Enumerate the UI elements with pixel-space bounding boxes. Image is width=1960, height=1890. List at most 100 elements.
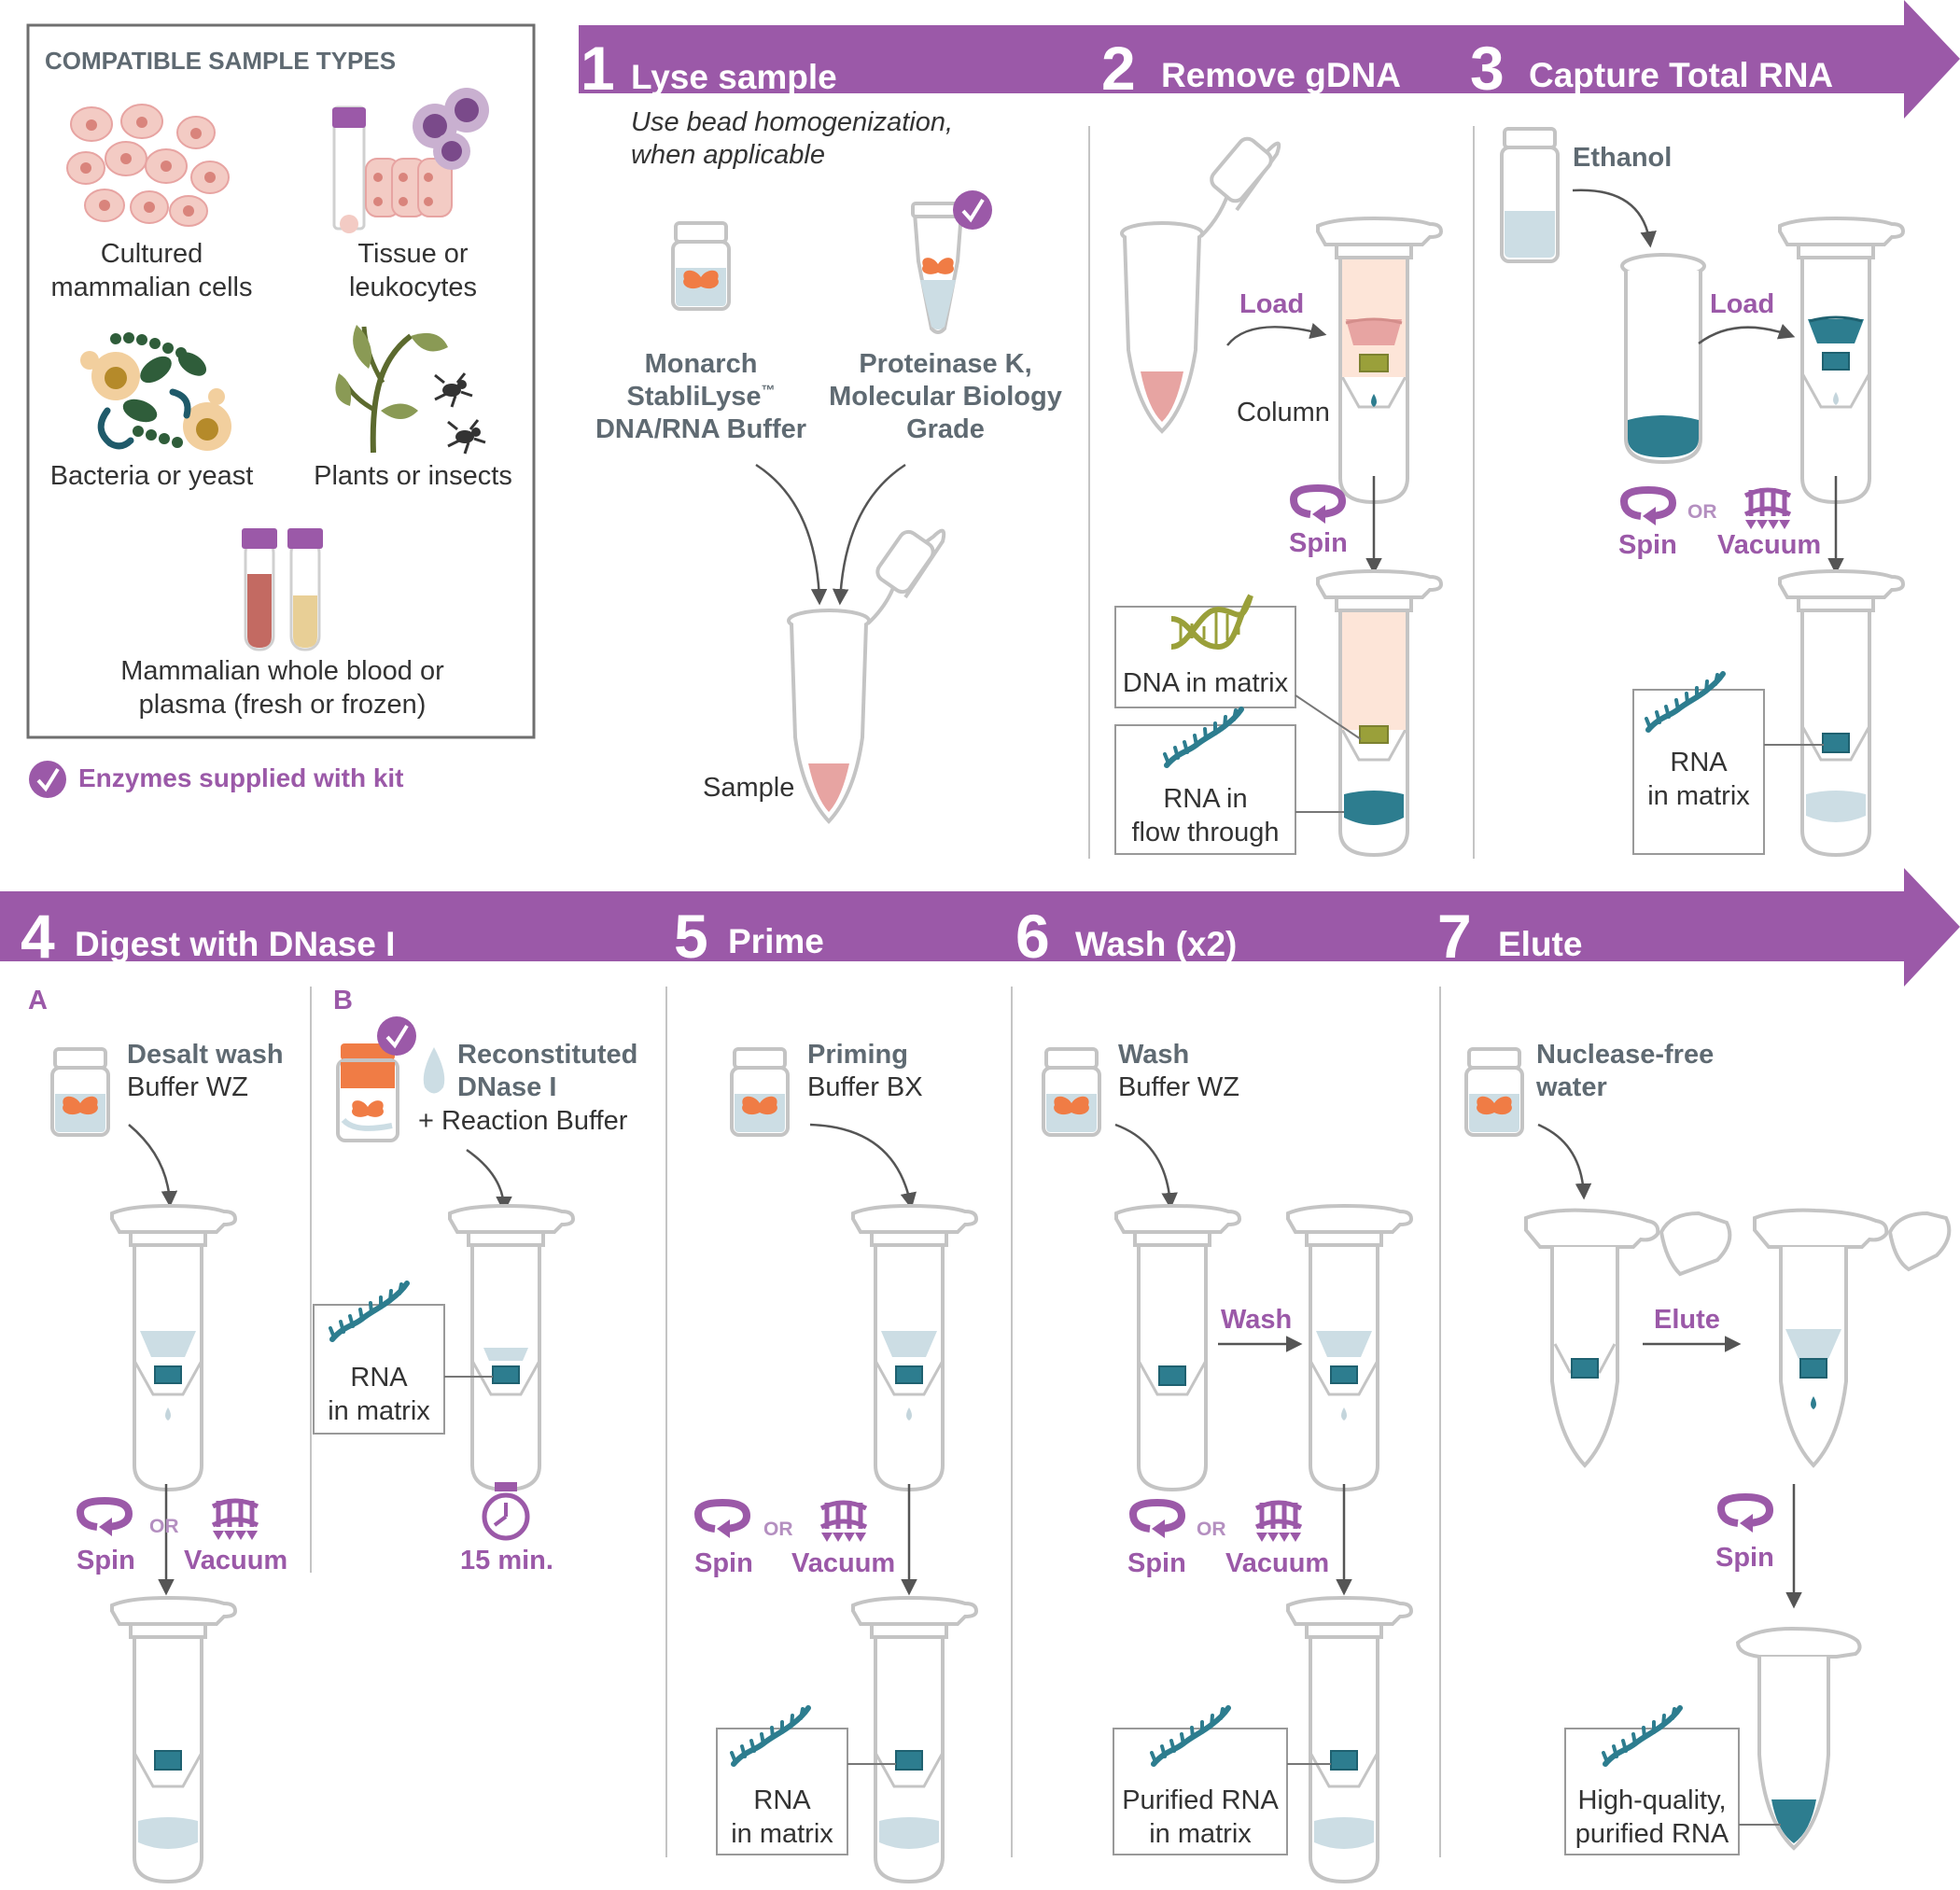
wash-vacuum-icon [1256, 1501, 1301, 1542]
desalt-buffer-bottle [50, 1047, 110, 1137]
rna-flow-label-2: flow through [1131, 818, 1280, 847]
final-rna-label-2: purified RNA [1575, 1819, 1729, 1849]
desalt-column [110, 1204, 237, 1491]
gdna-column-after [1316, 569, 1443, 857]
gdna-column-load [1316, 217, 1443, 504]
bacteria-yeast-icon [80, 332, 231, 451]
priming-label-2: Buffer BX [807, 1072, 923, 1102]
water-bottle [1464, 1047, 1524, 1137]
wash-buffer-label-2: Buffer WZ [1118, 1072, 1239, 1102]
step-3-or: OR [1687, 501, 1717, 523]
step-5-or: OR [763, 1519, 793, 1540]
step-3-number: 3 [1470, 34, 1505, 103]
priming-label-1: Priming [807, 1040, 908, 1070]
step-3-spin: Spin [1618, 530, 1677, 560]
step-1-note-2: when applicable [631, 140, 825, 170]
dnase-label-2: DNase I [457, 1072, 557, 1102]
ethanol-bottle [1500, 127, 1560, 263]
rna-flow-label-1: RNA in [1163, 784, 1248, 814]
desalt-column-after [110, 1596, 237, 1883]
wash-rna-label-2: in matrix [1149, 1819, 1252, 1849]
step-3-title: Capture Total RNA [1529, 56, 1834, 94]
capture-spin-icon [1624, 490, 1673, 525]
cultured-label-1: Cultured [100, 239, 203, 269]
step-1-note-1: Use bead homogenization, [631, 107, 954, 137]
sample-tube [787, 528, 946, 824]
pk-label-1: Proteinase K, [859, 349, 1032, 379]
blood-label-2: plasma (fresh or frozen) [138, 690, 427, 720]
step-4-spin: Spin [77, 1546, 135, 1575]
dna-in-matrix-box [1114, 606, 1296, 708]
step-7-title: Elute [1498, 925, 1583, 963]
step-4-or: OR [149, 1516, 179, 1537]
wash-column-1 [1114, 1204, 1241, 1491]
ethanol-tube [1620, 253, 1706, 465]
step-2-number: 2 [1101, 34, 1136, 103]
cultured-cells-icon [66, 104, 230, 227]
check-circle-icon [29, 761, 66, 798]
buffer-label-2: StabliLyse™ [626, 382, 776, 412]
step-6-vacuum: Vacuum [1225, 1548, 1330, 1578]
step-2-load: Load [1239, 289, 1305, 319]
ethanol-label: Ethanol [1573, 143, 1673, 173]
prime-vacuum-icon [821, 1501, 866, 1542]
dna-matrix-label: DNA in matrix [1122, 668, 1289, 698]
stablilyse-buffer-bottle [671, 221, 731, 311]
step-4-vacuum: Vacuum [184, 1546, 288, 1575]
tissue-leukocytes-icon [332, 88, 489, 233]
cultured-label-2: mammalian cells [50, 273, 253, 302]
bacteria-label: Bacteria or yeast [49, 461, 254, 491]
dnase-column [448, 1204, 575, 1491]
step-3-vacuum: Vacuum [1717, 530, 1822, 560]
proteinase-k-tube [911, 190, 992, 334]
step-5-title: Prime [728, 922, 824, 960]
desalt-vacuum-icon [213, 1499, 258, 1540]
step-5-vacuum: Vacuum [791, 1548, 896, 1578]
tissue-label-2: leukocytes [348, 273, 477, 302]
legend-enzymes: Enzymes supplied with kit [78, 763, 404, 792]
step-4-number: 4 [21, 902, 55, 971]
elute-tube-2 [1753, 1208, 1952, 1468]
prime-rna-label-1: RNA [753, 1785, 811, 1815]
plants-label: Plants or insects [314, 461, 512, 491]
desalt-label-2: Buffer WZ [127, 1072, 248, 1102]
step-6-spin: Spin [1127, 1548, 1186, 1578]
step-7-number: 7 [1437, 902, 1472, 971]
step-1-number: 1 [581, 34, 615, 103]
final-rna-box [1564, 1728, 1740, 1855]
step-1-title: Lyse sample [631, 58, 837, 96]
water-label-2: water [1536, 1072, 1607, 1102]
dnase-rna-box [313, 1304, 445, 1435]
blood-plasma-icon [242, 528, 323, 651]
tissue-label-1: Tissue or [357, 239, 469, 269]
timer-icon [482, 1482, 530, 1541]
prime-rna-label-2: in matrix [731, 1819, 833, 1849]
gdna-sample-tube [1120, 136, 1281, 434]
banner-top [579, 0, 1960, 119]
prime-spin-icon [698, 1503, 747, 1538]
water-label-1: Nuclease-free [1536, 1040, 1715, 1070]
wash-column-2 [1286, 1204, 1413, 1491]
wash-rna-label-1: Purified RNA [1122, 1785, 1279, 1815]
dnase-label-1: Reconstituted [457, 1040, 638, 1070]
prime-column-after [851, 1596, 978, 1883]
wash-column-after [1286, 1596, 1413, 1883]
step-5-number: 5 [674, 902, 708, 971]
step-6-or: OR [1197, 1519, 1226, 1540]
buffer-label-1: Monarch [644, 349, 758, 379]
step-6-wash: Wash [1221, 1305, 1293, 1335]
blood-label-1: Mammalian whole blood or [120, 656, 444, 686]
plants-insects-icon [335, 325, 486, 455]
dnase-vial [336, 1016, 416, 1142]
dnase-drop-icon [423, 1047, 445, 1094]
prime-rna-box [716, 1728, 848, 1855]
column-label: Column [1237, 398, 1330, 427]
desalt-label-1: Desalt wash [127, 1040, 284, 1070]
step-6-number: 6 [1015, 902, 1050, 971]
capture-column-load [1778, 217, 1905, 504]
wash-buffer-bottle [1042, 1047, 1101, 1137]
dnase-label-3: + Reaction Buffer [418, 1106, 628, 1136]
rna-flow-through-box [1114, 724, 1296, 855]
capture-rna-box [1632, 689, 1765, 855]
